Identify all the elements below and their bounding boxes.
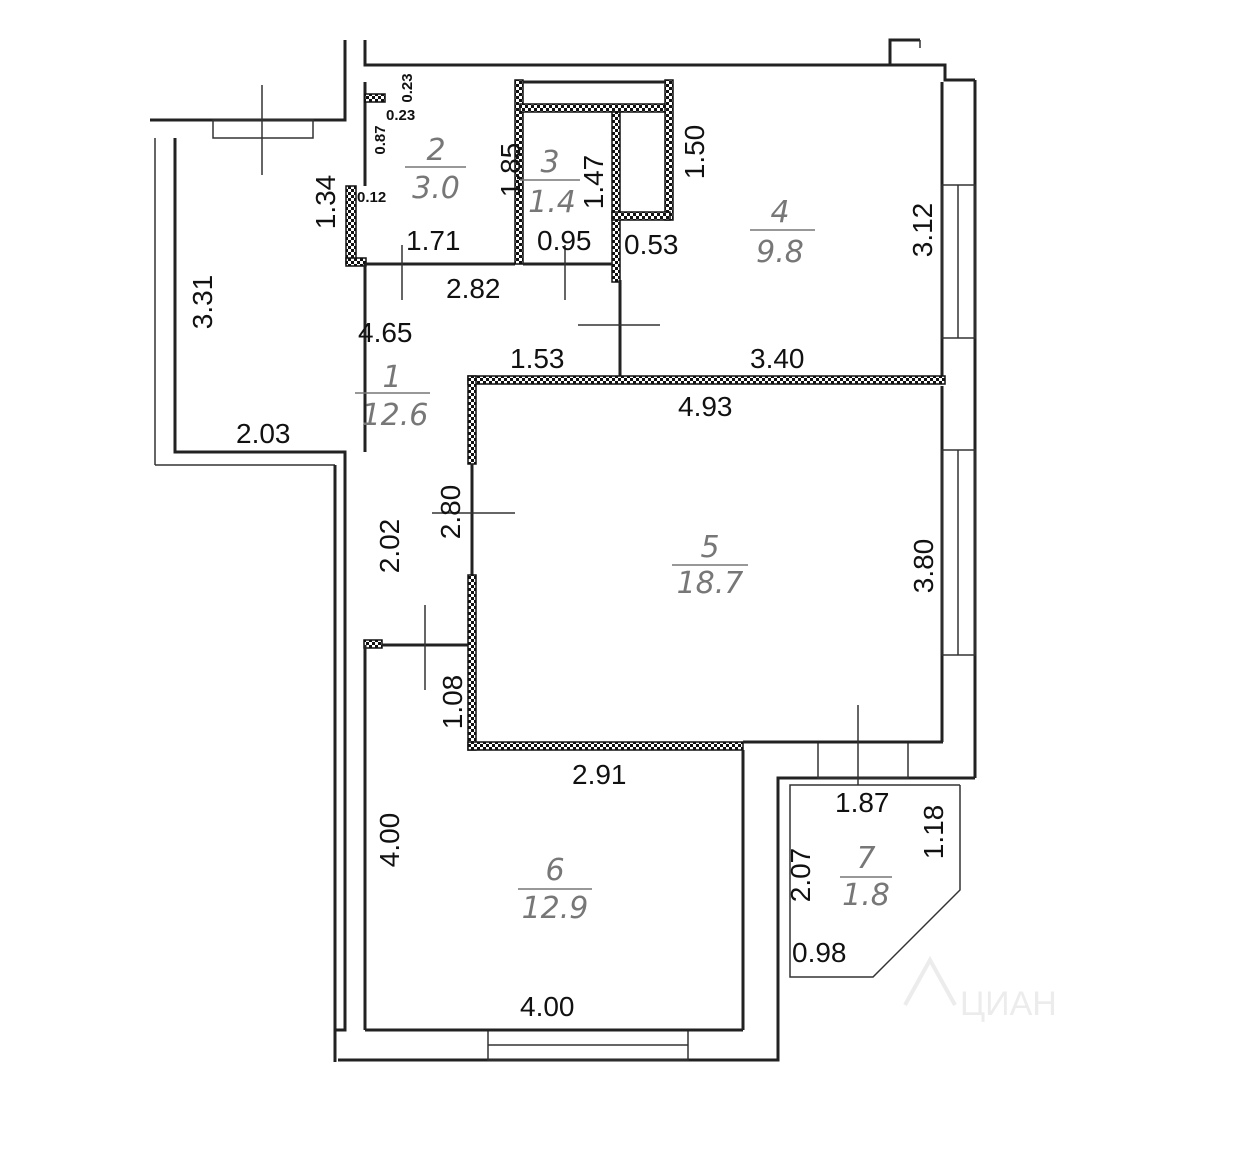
room-label-1: 1 12.6 [355,360,430,433]
room-area: 9.8 [756,235,804,270]
room-number: 6 [545,853,564,888]
dimension-label: 1.50 [679,125,710,180]
watermark-text: ЦИАН [960,985,1057,1023]
room-area: 1.4 [528,185,576,220]
dimension-label: 4.00 [374,813,405,868]
room-number: 5 [700,530,719,565]
room-label-6: 6 12.9 [518,853,592,926]
room-label-2: 2 3.0 [405,133,466,206]
dimension-label: 2.82 [446,273,501,304]
room-area: 3.0 [412,171,460,206]
windows [212,119,976,1061]
room-area: 1.8 [842,878,890,913]
dimension-label: 1.47 [578,155,609,210]
dimension-label: 0.23 [386,107,415,124]
dimension-label: 4.65 [358,317,413,348]
room-label-7: 7 1.8 [840,841,892,913]
dimension-label: 3.40 [750,343,805,374]
dimension-label: 0.53 [624,229,679,260]
room-number: 7 [856,841,875,876]
dimension-label: 0.23 [399,73,416,102]
room-number: 4 [770,195,789,230]
dimension-label: 3.31 [187,275,218,330]
room-label-4: 4 9.8 [750,195,815,270]
room-area: 12.6 [362,398,429,433]
room-area: 12.9 [522,891,589,926]
interior-walls [345,79,946,1032]
dimension-label: 0.95 [537,225,592,256]
dimension-label: 2.02 [374,519,405,574]
dimension-label: 1.71 [406,225,461,256]
dimension-label: 1.18 [918,805,949,860]
dimension-label: 1.85 [495,143,526,198]
dimension-label: 2.91 [572,759,627,790]
dimension-labels: 3.31 1.34 0.87 0.23 0.23 0.12 1.85 1.71 … [187,73,949,1022]
dimension-label: 2.07 [785,848,816,903]
room-number: 3 [540,145,559,180]
watermark: ЦИАН [903,955,1057,1023]
room-number: 1 [382,360,401,395]
room-label-5: 5 18.7 [672,530,748,601]
room-area: 18.7 [677,566,744,601]
dimension-label: 1.87 [835,787,890,818]
door-markers [261,85,859,785]
dimension-label: 3.80 [908,539,939,594]
room-label-3: 3 1.4 [520,145,580,220]
dimension-label: 1.08 [437,675,468,730]
dimension-label: 3.12 [907,203,938,258]
dimension-label: 0.87 [372,125,389,154]
room-number: 2 [426,133,445,168]
dimension-label: 1.34 [310,175,341,230]
dimension-label: 0.12 [357,189,386,206]
dimension-label: 0.98 [792,937,847,968]
dimension-label: 1.53 [510,343,565,374]
dimension-label: 2.03 [236,418,291,449]
dimension-label: 4.00 [520,991,575,1022]
dimension-label: 2.80 [435,485,466,540]
dimension-label: 4.93 [678,391,733,422]
